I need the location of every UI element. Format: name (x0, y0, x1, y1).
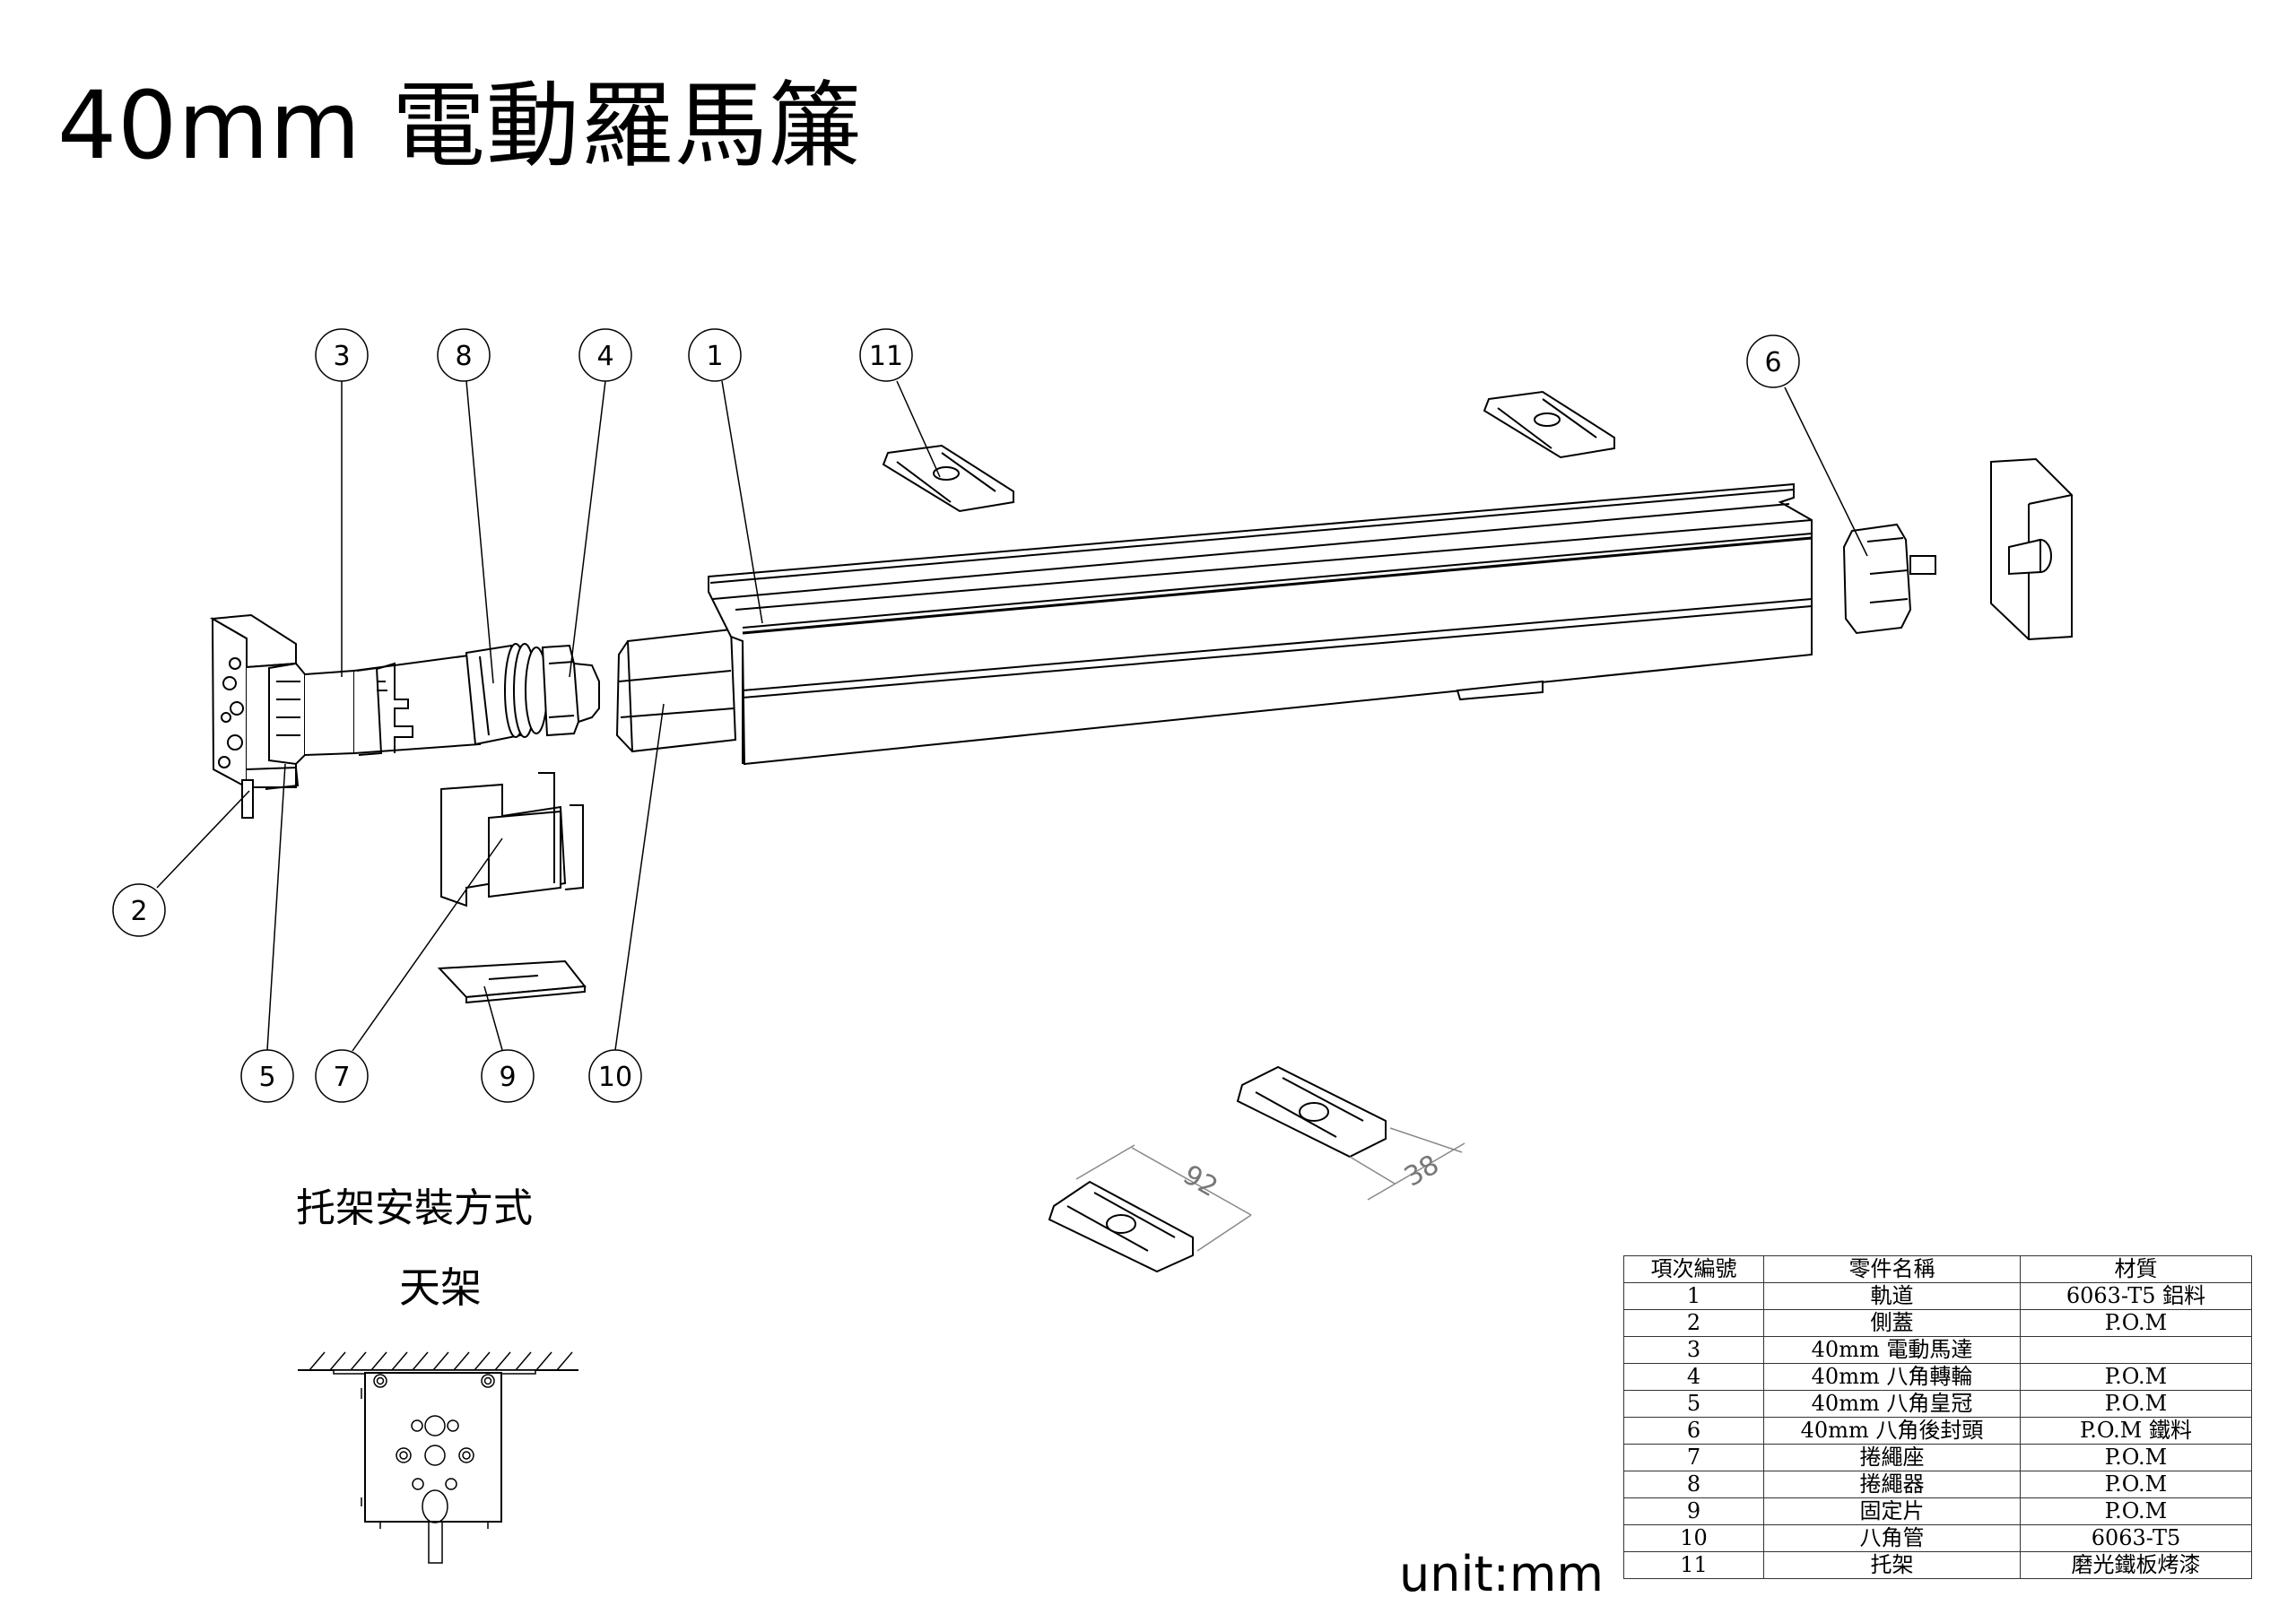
bom-material: 6063-T5 鋁料 (2020, 1282, 2252, 1310)
callout-6: 6 (1746, 334, 1800, 388)
octagonal-wheel-part (541, 644, 600, 737)
bom-header-item-no: 項次編號 (1623, 1255, 1764, 1283)
callout-label: 9 (499, 1062, 516, 1093)
bom-item-no: 9 (1623, 1497, 1764, 1525)
callout-1: 1 (688, 328, 742, 382)
bom-part-name: 40mm 八角轉輪 (1763, 1363, 2021, 1391)
right-side-cover-part (1990, 457, 2073, 641)
bom-material: 6063-T5 (2020, 1524, 2252, 1552)
bom-part-name: 40mm 八角皇冠 (1763, 1390, 2021, 1418)
bom-item-no: 8 (1623, 1471, 1764, 1498)
mounting-method-title: 托架安裝方式 (296, 1185, 533, 1231)
callout-3: 3 (315, 328, 369, 382)
bom-part-name: 固定片 (1763, 1497, 2021, 1525)
ceiling-hatch (309, 1351, 573, 1371)
callout-label: 8 (455, 341, 472, 372)
bom-item-no: 5 (1623, 1390, 1764, 1418)
callout-9: 9 (481, 1049, 535, 1103)
octagonal-end-cap-part (1842, 523, 1936, 635)
callout-label: 10 (598, 1062, 632, 1093)
bom-item-no: 2 (1623, 1309, 1764, 1337)
callout-2: 2 (112, 883, 166, 937)
octagonal-tube-part (615, 628, 737, 753)
callout-label: 1 (706, 341, 723, 372)
aluminum-rail-part (708, 482, 1813, 766)
callout-10: 10 (588, 1049, 642, 1103)
bom-material: P.O.M (2020, 1390, 2252, 1418)
bom-material: P.O.M 鐵料 (2020, 1417, 2252, 1445)
bom-material (2020, 1336, 2252, 1364)
ceiling-mount-diagram (298, 1351, 578, 1564)
bom-item-no: 6 (1623, 1417, 1764, 1445)
bom-material: P.O.M (2020, 1497, 2252, 1525)
callout-label: 4 (596, 341, 613, 372)
bom-part-name: 軌道 (1763, 1282, 2021, 1310)
bom-part-name: 托架 (1763, 1551, 2021, 1579)
bom-part-name: 捲繩器 (1763, 1471, 2021, 1498)
bom-item-no: 4 (1623, 1363, 1764, 1391)
bom-part-name: 40mm 電動馬達 (1763, 1336, 2021, 1364)
drawing-title: 40mm 電動羅馬簾 (57, 71, 864, 180)
bom-item-no: 10 (1623, 1524, 1764, 1552)
unit-label: unit:mm (1399, 1546, 1605, 1602)
dimension-length-label: 92 (1178, 1159, 1223, 1203)
bracket-plate-part (1483, 390, 1615, 459)
bom-item-no: 1 (1623, 1282, 1764, 1310)
rope-winder-part (465, 643, 548, 746)
bracket-plate-part (882, 444, 1014, 513)
callout-5: 5 (240, 1049, 294, 1103)
fixing-plate-part (437, 959, 587, 1004)
bom-part-name: 側蓋 (1763, 1309, 2021, 1337)
leader-lines (156, 380, 1868, 1052)
callout-7: 7 (315, 1049, 369, 1103)
bom-header-material: 材質 (2020, 1255, 2252, 1283)
bom-material: P.O.M (2020, 1309, 2252, 1337)
bom-part-name: 40mm 八角後封頭 (1763, 1417, 2021, 1445)
callout-label: 11 (869, 341, 903, 372)
bom-header-part-name: 零件名稱 (1763, 1255, 2021, 1283)
bom-material: P.O.M (2020, 1444, 2252, 1471)
bom-item-no: 3 (1623, 1336, 1764, 1364)
callout-label: 7 (333, 1062, 350, 1093)
callout-label: 2 (130, 896, 147, 927)
dimensioned-plate-right (1236, 1065, 1387, 1159)
callout-label: 6 (1764, 347, 1781, 378)
dimension-lines (1075, 1127, 1465, 1252)
bom-item-no: 7 (1623, 1444, 1764, 1471)
bom-part-name: 八角管 (1763, 1524, 2021, 1552)
motor-part (304, 653, 482, 756)
rope-seat-part (440, 772, 584, 907)
dimensioned-plate-left (1048, 1180, 1194, 1273)
bom-material: P.O.M (2020, 1363, 2252, 1391)
callout-8: 8 (437, 328, 491, 382)
callout-4: 4 (578, 328, 632, 382)
octagonal-crown-part (268, 662, 306, 766)
bom-material: P.O.M (2020, 1471, 2252, 1498)
dimension-width-label: 38 (1399, 1149, 1445, 1193)
callout-11: 11 (859, 328, 913, 382)
bom-part-name: 捲繩座 (1763, 1444, 2021, 1471)
bom-item-no: 11 (1623, 1551, 1764, 1579)
bom-material: 磨光鐵板烤漆 (2020, 1551, 2252, 1579)
callout-label: 3 (333, 341, 350, 372)
mounting-type-label: 天架 (399, 1263, 482, 1312)
callout-label: 5 (258, 1062, 275, 1093)
bom-header-row: 項次編號 零件名稱 材質 (1623, 1255, 2252, 1283)
